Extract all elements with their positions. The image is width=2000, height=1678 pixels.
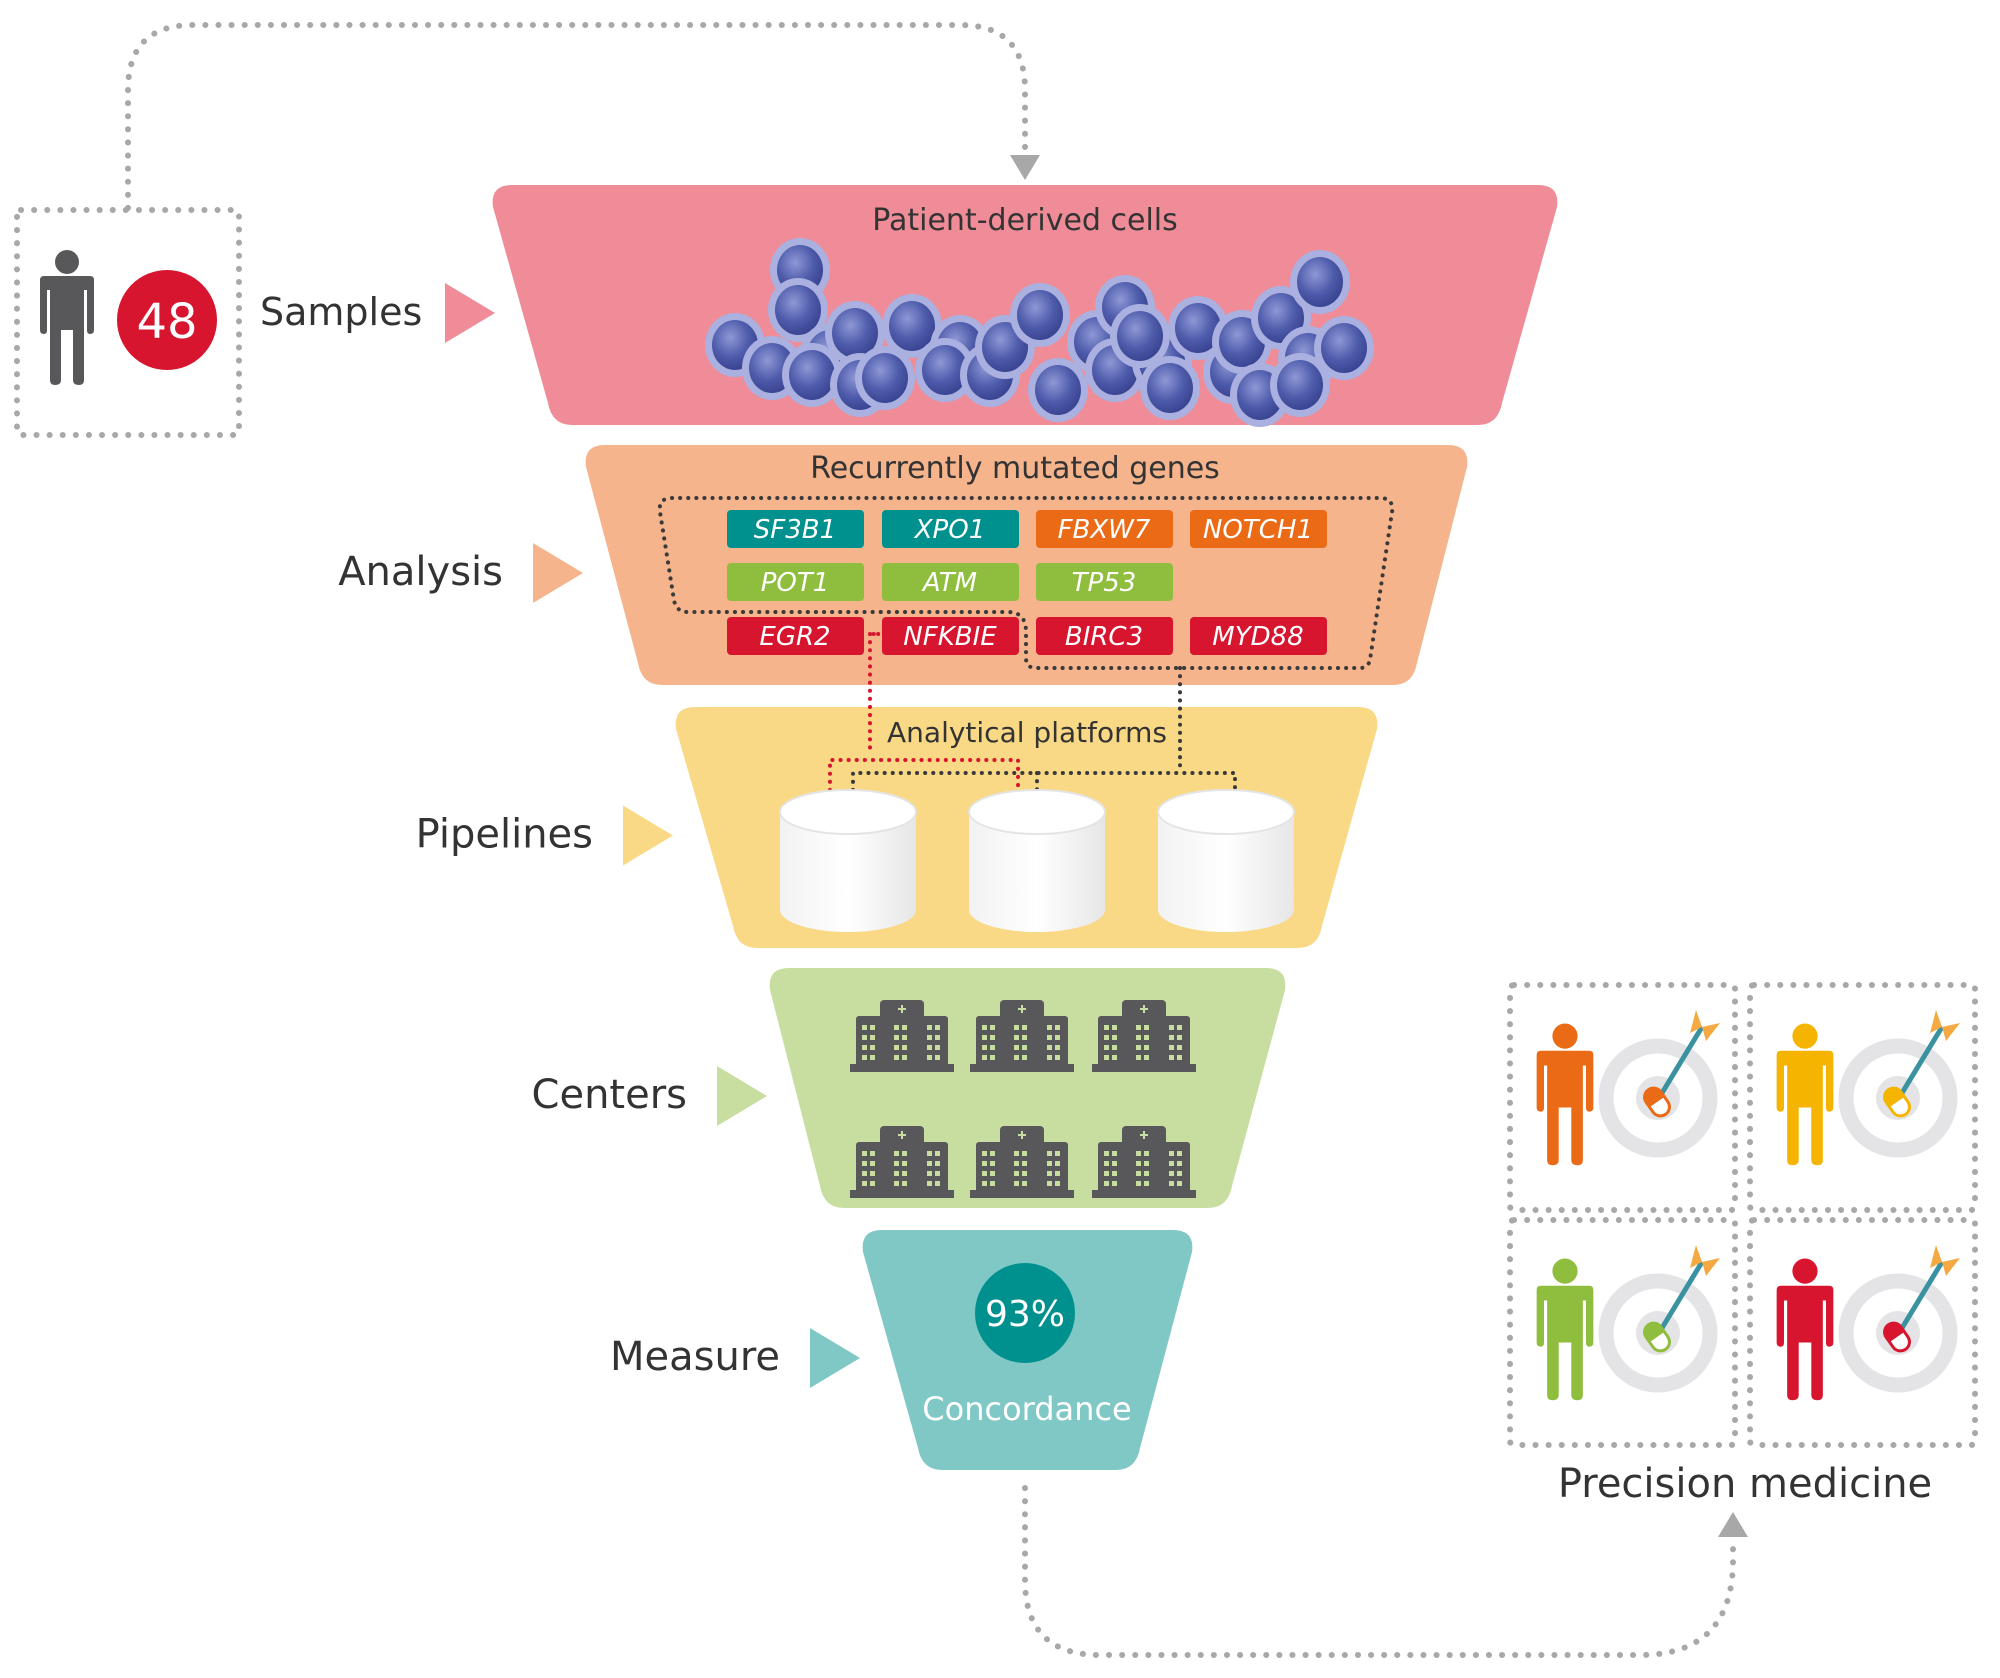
gene-name: BIRC3 xyxy=(1065,622,1143,652)
sample-count: 48 xyxy=(136,294,197,350)
stage-label-centers: Centers xyxy=(532,1072,687,1118)
gene-badge-pot1: POT1 xyxy=(727,563,864,601)
person-icon xyxy=(1776,1258,1834,1401)
cells-title: Patient-derived cells xyxy=(872,203,1178,238)
loop-arrowhead-bottom xyxy=(1718,1512,1748,1537)
hospital-icon xyxy=(1092,1000,1196,1072)
stage-label-samples: Samples xyxy=(260,290,422,334)
gene-name: SF3B1 xyxy=(754,515,836,545)
hospital-icon xyxy=(970,1126,1074,1198)
concordance-value: 93% xyxy=(985,1294,1065,1335)
gene-name: ATM xyxy=(921,568,977,598)
gene-badge-myd88: MYD88 xyxy=(1190,617,1327,655)
pointer-triangle xyxy=(717,1066,767,1126)
gene-name: POT1 xyxy=(761,568,830,598)
precision-patient-card xyxy=(1747,1217,1978,1448)
pointer-triangle xyxy=(623,805,673,866)
gene-name: NFKBIE xyxy=(903,622,997,652)
dart-arrow-icon xyxy=(1659,1245,1720,1330)
sample-count-badge xyxy=(117,270,217,370)
cell-icon xyxy=(915,338,975,402)
precision-patient-card xyxy=(1747,982,1978,1213)
cell-icon xyxy=(782,343,842,407)
gene-group-outline xyxy=(657,496,1395,670)
pill-icon xyxy=(1883,1086,1911,1118)
samples-box xyxy=(14,207,242,438)
person-icon xyxy=(1776,1023,1834,1166)
gene-badge-notch1: NOTCH1 xyxy=(1190,510,1327,548)
person-icon xyxy=(1536,1258,1594,1401)
gene-name: EGR2 xyxy=(759,622,830,652)
connector-red xyxy=(828,632,1020,792)
hospital-icon xyxy=(970,1000,1074,1072)
platforms-title: Analytical platforms xyxy=(887,716,1167,749)
gene-name: MYD88 xyxy=(1212,622,1303,652)
cell-icon xyxy=(1140,356,1200,420)
hospital-icon xyxy=(1092,1126,1196,1198)
pointer-triangle xyxy=(533,543,583,603)
precision-label: Precision medicine xyxy=(1558,1461,1932,1507)
database-icon xyxy=(1157,789,1295,932)
gene-badge-sf3b1: SF3B1 xyxy=(727,510,864,548)
connector-dark xyxy=(851,666,1237,792)
pill-icon xyxy=(1643,1086,1671,1118)
cell-icon xyxy=(1110,304,1170,368)
genes-title: Recurrently mutated genes xyxy=(810,451,1220,486)
person-icon xyxy=(1536,1023,1594,1166)
precision-patient-card xyxy=(1507,1217,1738,1448)
cell-icon xyxy=(1270,353,1330,417)
cell-icon xyxy=(825,301,885,365)
pill-icon xyxy=(1643,1321,1671,1353)
dart-arrow-icon xyxy=(1899,1010,1960,1095)
dart-arrow-icon xyxy=(1659,1010,1720,1095)
stage-label-measure: Measure xyxy=(610,1334,780,1380)
precision-patient-card xyxy=(1507,982,1738,1213)
gene-badge-nfkbie: NFKBIE xyxy=(882,617,1019,655)
cell-icon xyxy=(768,278,828,342)
database-icon xyxy=(779,789,917,932)
gene-name: FBXW7 xyxy=(1058,515,1151,545)
dart-arrow-icon xyxy=(1899,1245,1960,1330)
gene-badge-atm: ATM xyxy=(882,563,1019,601)
hospital-icon xyxy=(850,1126,954,1198)
gene-badge-birc3: BIRC3 xyxy=(1036,617,1173,655)
gene-name: XPO1 xyxy=(913,515,986,545)
cell-icon xyxy=(882,294,942,358)
cell-icon xyxy=(1028,358,1088,422)
gene-badge-fbxw7: FBXW7 xyxy=(1036,510,1173,548)
loop-arrowhead-top xyxy=(1010,155,1040,180)
pointer-triangle xyxy=(445,283,495,343)
cell-icon xyxy=(855,346,915,410)
gene-badge-tp53: TP53 xyxy=(1036,563,1173,601)
gene-badge-egr2: EGR2 xyxy=(727,617,864,655)
concordance-badge xyxy=(975,1263,1075,1363)
loop-arrow-bottom xyxy=(1022,1485,1736,1658)
pill-icon xyxy=(1883,1321,1911,1353)
gene-badge-xpo1: XPO1 xyxy=(882,510,1019,548)
concordance-label: Concordance xyxy=(922,1390,1131,1428)
database-icon xyxy=(968,789,1106,932)
loop-arrow-top xyxy=(125,22,1028,211)
stage-label-pipelines: Pipelines xyxy=(416,812,593,858)
gene-name: TP53 xyxy=(1072,568,1137,598)
person-icon xyxy=(40,250,94,385)
cell-icon xyxy=(1314,316,1374,380)
stage-label-analysis: Analysis xyxy=(338,549,503,595)
hospital-icon xyxy=(850,1000,954,1072)
person-icon xyxy=(40,250,94,385)
cell-icon xyxy=(1010,283,1070,347)
cell-icon xyxy=(1290,250,1350,314)
pointer-triangle xyxy=(810,1328,860,1388)
gene-name: NOTCH1 xyxy=(1203,515,1313,545)
